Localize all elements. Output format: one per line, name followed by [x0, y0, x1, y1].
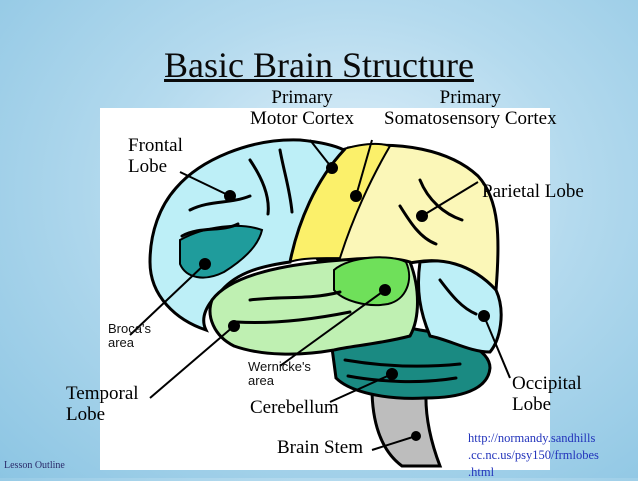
primary-somatosensory-cortex-label: Primary Somatosensory Cortex [384, 87, 557, 129]
parietal-lobe-label: Parietal Lobe [482, 181, 584, 202]
temporal-lobe-label: Temporal Lobe [66, 383, 139, 425]
primary-motor-cortex-label: Primary Motor Cortex [250, 87, 354, 129]
lesson-outline-link[interactable]: Lesson Outline [4, 460, 65, 471]
cerebellum-label: Cerebellum [250, 397, 339, 418]
brocas-area-label: Broca's area [108, 321, 151, 350]
source-url-link[interactable]: http://normandy.sandhills .cc.nc.us/psy1… [468, 431, 599, 479]
occipital-lobe-label: Occipital Lobe [512, 373, 582, 415]
brain-stem-label: Brain Stem [277, 437, 364, 458]
leader-lines [129, 139, 511, 451]
slide-title: Basic Brain Structure [164, 45, 474, 85]
wernickes-area-label: Wernicke's area [248, 359, 311, 388]
sulci-lines [180, 148, 478, 384]
brain-stem-region [370, 386, 443, 468]
frontal-lobe-label: Frontal Lobe [128, 135, 183, 177]
wernickes-region [333, 256, 411, 306]
